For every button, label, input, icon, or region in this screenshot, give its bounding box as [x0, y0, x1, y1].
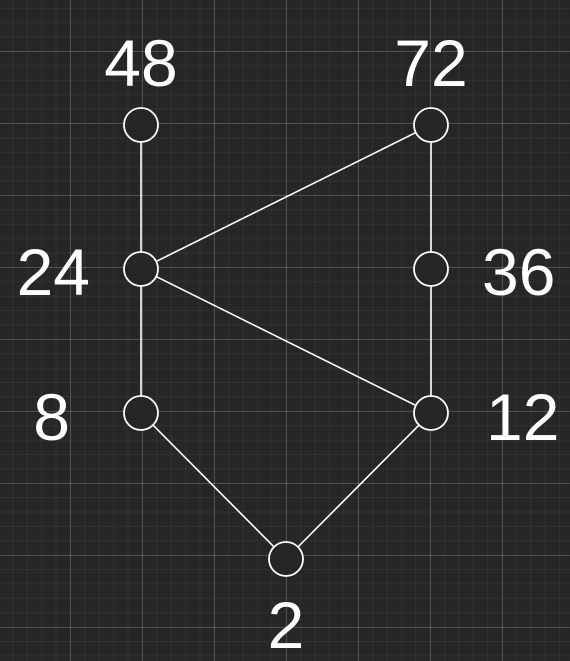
node-label-24: 24	[17, 235, 90, 309]
node-label-36: 36	[482, 235, 555, 309]
edge-8-2	[152, 424, 275, 548]
node-label-8: 8	[33, 380, 70, 454]
node-label-48: 48	[104, 26, 177, 100]
node-24	[123, 251, 159, 287]
node-72	[413, 107, 449, 143]
node-label-12: 12	[486, 380, 559, 454]
edge-72-24	[155, 131, 417, 263]
node-8	[123, 395, 159, 431]
label-group: 48 72 24 36 8 12 2	[17, 26, 560, 661]
node-2	[268, 541, 304, 577]
node-label-2: 2	[268, 588, 305, 661]
node-48	[123, 107, 159, 143]
node-12	[413, 395, 449, 431]
edge-12-2	[297, 424, 420, 548]
node-group	[123, 107, 449, 577]
edge-group	[140, 131, 432, 548]
node-label-72: 72	[394, 26, 467, 100]
edge-24-12	[155, 275, 417, 407]
node-36	[413, 251, 449, 287]
